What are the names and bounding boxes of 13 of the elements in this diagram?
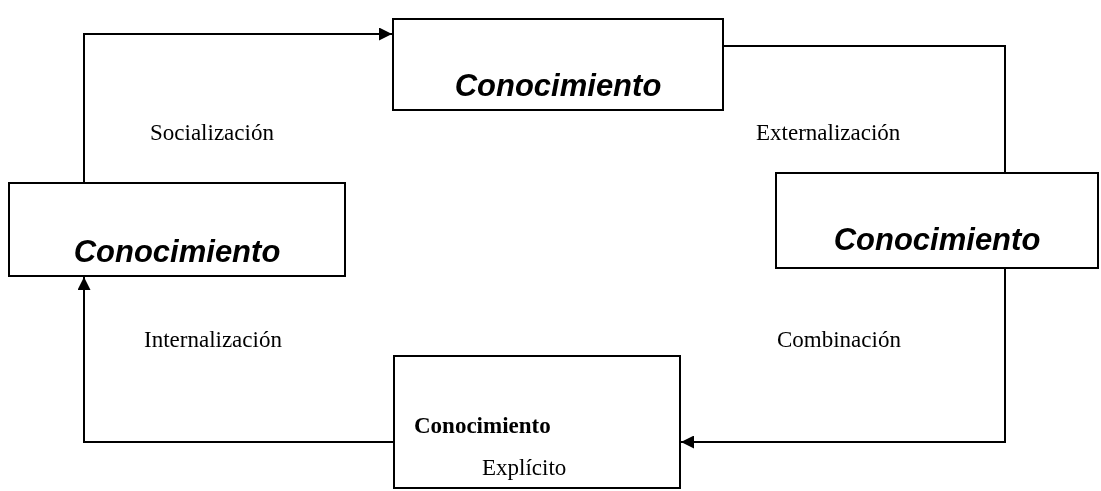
concept-box: [392, 18, 724, 111]
arrow: [77, 276, 394, 443]
box-title: Conocimiento: [72, 234, 282, 270]
box-title: Conocimiento: [414, 413, 551, 439]
connector-line: [723, 45, 1006, 173]
arrow: [83, 27, 393, 183]
concept-box: [775, 172, 1099, 269]
box-title: Conocimiento: [832, 222, 1042, 258]
box-title: Conocimiento: [453, 68, 663, 104]
box-subtitle: Explícito: [482, 455, 567, 481]
arrow: [680, 268, 1006, 449]
concept-box: [393, 355, 681, 489]
concept-box: [8, 182, 346, 277]
